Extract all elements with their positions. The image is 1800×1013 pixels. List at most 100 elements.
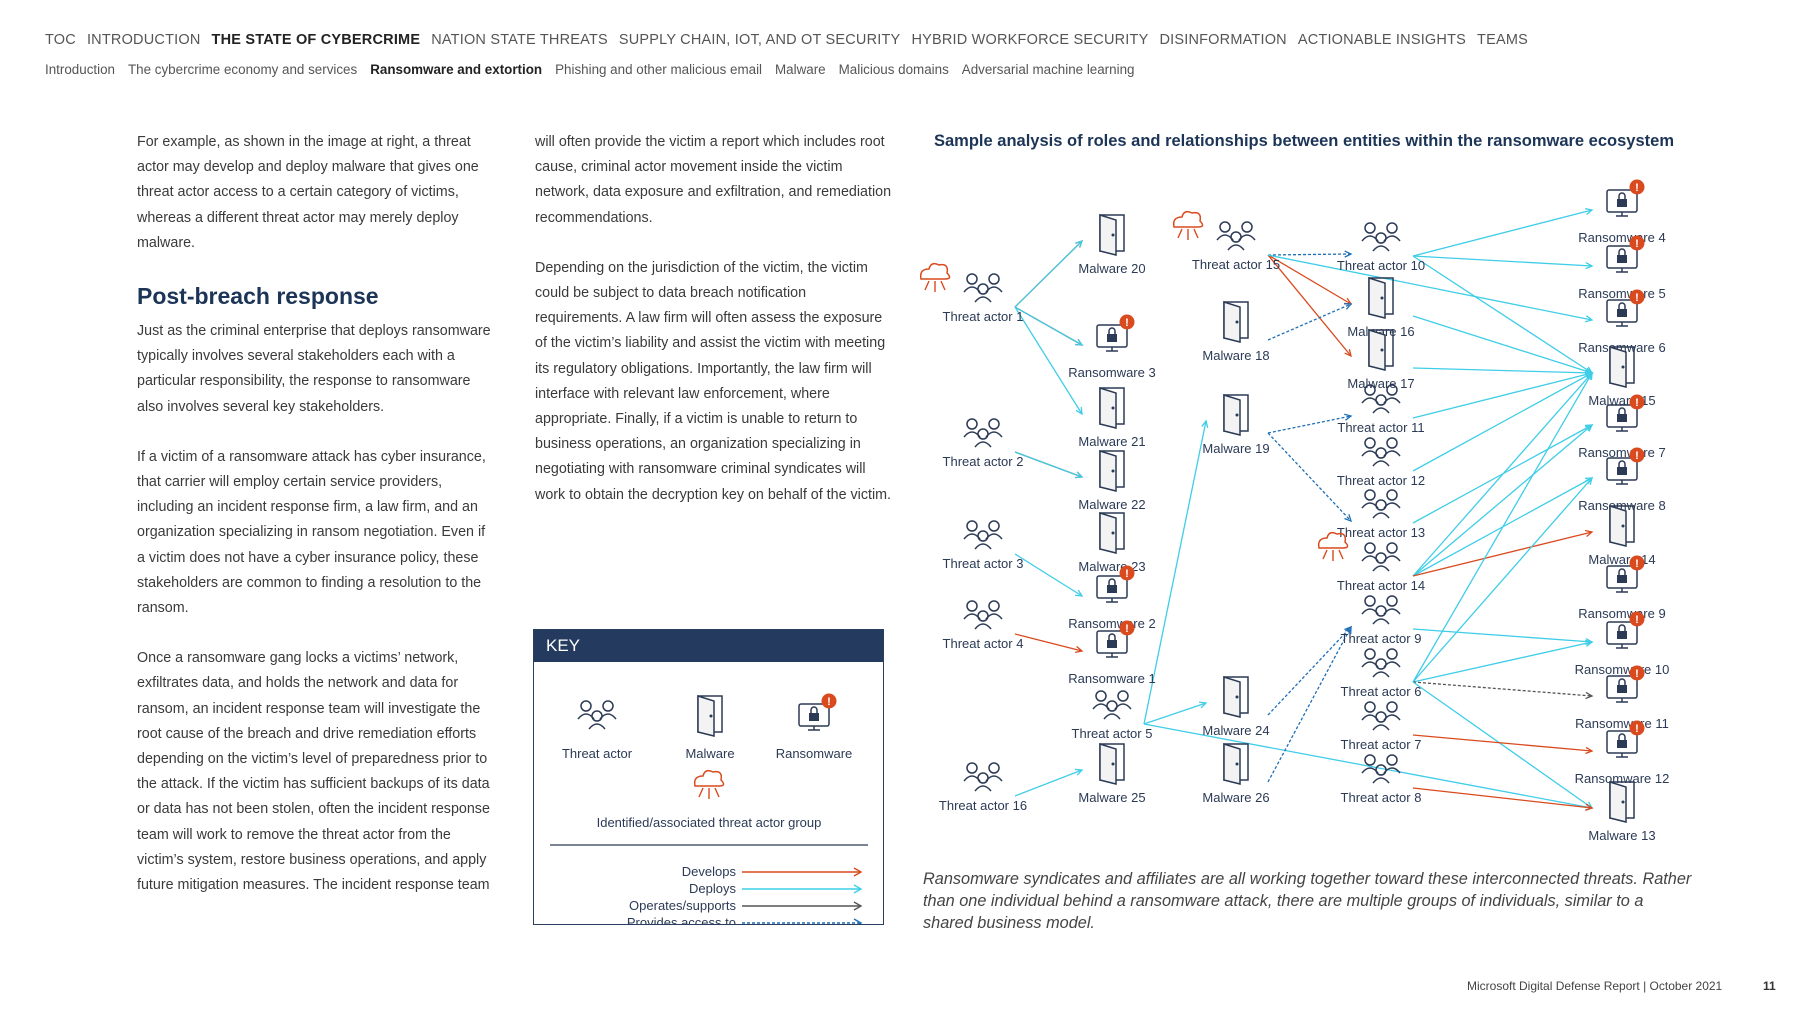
edge-deploys-ta3-r2 [1014, 553, 1083, 597]
node-r10: !Ransomware 10 [1575, 611, 1669, 677]
edge-access-m26-ta9 [1267, 626, 1352, 783]
threat-actor-icon [1092, 690, 1132, 720]
edge-deploys-ta10-r4 [1412, 209, 1593, 257]
edge-access-m19-ta11 [1267, 415, 1352, 434]
threat-actor-icon [1216, 221, 1256, 251]
key-label: Ransomware [776, 746, 853, 761]
malware-icon [1223, 393, 1249, 436]
subnav-item-phishing-and-other-malicious-email[interactable]: Phishing and other malicious email [555, 62, 763, 77]
edge-deploys-m16-m15 [1412, 315, 1593, 374]
edge-public-ta6-r11 [1412, 681, 1593, 697]
subnav-item-malware[interactable]: Malware [775, 62, 826, 77]
edge-develops-ta14-m14 [1412, 531, 1593, 577]
svg-text:!: ! [1125, 568, 1129, 580]
node-label: Ransomware 4 [1578, 230, 1665, 245]
svg-text:!: ! [827, 696, 831, 708]
edge-deploys-ta6-m15 [1412, 372, 1593, 683]
svg-text:!: ! [1635, 397, 1639, 409]
node-r3: ! Ransomware 3 [1068, 314, 1156, 380]
nav-item-actionable-insights[interactable]: ACTIONABLE INSIGHTS [1297, 32, 1467, 48]
threat-actor-icon [577, 700, 617, 730]
nav-item-teams[interactable]: TEAMS [1477, 32, 1528, 48]
node-r2: !Ransomware 2 [1068, 565, 1156, 631]
node-label: Threat actor 6 [1341, 684, 1422, 699]
threat-actor-icon [1361, 489, 1401, 519]
malware-icon [1368, 328, 1394, 371]
threat-actor-icon [1361, 222, 1401, 252]
edge-develops-ta15-m16 [1267, 254, 1352, 305]
node-label: Malware 20 [1078, 261, 1145, 276]
svg-text:!: ! [1635, 723, 1639, 735]
node-label: Malware 18 [1202, 348, 1269, 363]
subnav-item-adversarial-machine-learning[interactable]: Adversarial machine learning [961, 62, 1135, 77]
node-ta15: Threat actor 15 [1172, 210, 1280, 272]
nav-item-supply-chain-iot-and-ot-security[interactable]: SUPPLY CHAIN, IOT, AND OT SECURITY [618, 32, 901, 48]
malware-icon [1609, 780, 1635, 823]
paragraph: Depending on the jurisdiction of the vic… [535, 259, 892, 503]
node-ta10: Threat actor 10 [1337, 222, 1425, 273]
node-r8: !Ransomware 8 [1578, 447, 1666, 513]
node-ta14: Threat actor 14 [1317, 531, 1425, 593]
edge-deploys-ta9-r10 [1412, 628, 1593, 643]
node-m17: Malware 17 [1347, 328, 1415, 391]
node-m21: Malware 21 [1078, 386, 1146, 449]
edge-access-m18-m16 [1267, 303, 1352, 341]
malware-icon [1099, 449, 1125, 492]
node-label: Ransomware 9 [1578, 606, 1665, 621]
subnav-item-malicious-domains[interactable]: Malicious domains [838, 62, 949, 77]
node-label: Malware 24 [1202, 723, 1269, 738]
sub-nav: Introduction The cybercrime economy and s… [45, 62, 1147, 77]
key-label: Deploys [689, 881, 736, 896]
edge-deploys-ta16-m25 [1014, 769, 1083, 797]
malware-icon [1099, 213, 1125, 256]
key-label: Operates/supports [629, 898, 736, 913]
edge-develops-ta4-r1 [1014, 633, 1083, 652]
edge-deploys-ta1-m20 [1014, 240, 1083, 308]
text-column-left: For example, as shown in the image at ri… [137, 130, 497, 923]
subnav-item-ransomware-and-extortion[interactable]: Ransomware and extortion [370, 62, 543, 77]
node-m23: Malware 23 [1078, 511, 1146, 574]
group-cloud-icon [920, 262, 951, 292]
svg-text:!: ! [1125, 623, 1129, 635]
node-r11: !Ransomware 11 [1575, 665, 1669, 731]
node-ta12: Threat actor 12 [1337, 437, 1425, 488]
svg-text:!: ! [1635, 558, 1639, 570]
node-label: Malware 26 [1202, 790, 1269, 805]
diagram-title: Sample analysis of roles and relationshi… [934, 132, 1674, 150]
edge-deploys-ta14-r7 [1412, 424, 1593, 577]
nav-item-nation-state-threats[interactable]: NATION STATE THREATS [431, 32, 608, 48]
nav-item-the-state-of-cybercrime[interactable]: THE STATE OF CYBERCRIME [211, 32, 421, 48]
ransomware-icon: ! [1606, 555, 1645, 593]
node-m26: Malware 26 [1202, 742, 1270, 805]
malware-icon [1099, 742, 1125, 785]
edge-deploys-ta5-m19 [1143, 420, 1207, 725]
node-ta7: Threat actor 7 [1341, 701, 1422, 752]
node-r12: !Ransomware 12 [1575, 720, 1669, 786]
nav-item-toc[interactable]: TOC [45, 32, 76, 48]
node-label: Ransomware 1 [1068, 671, 1155, 686]
subnav-item-the-cybercrime-economy-and-services[interactable]: The cybercrime economy and services [127, 62, 358, 77]
node-label: Ransomware 3 [1068, 365, 1155, 380]
node-label: Threat actor 7 [1341, 737, 1422, 752]
node-label: Threat actor 5 [1072, 726, 1153, 741]
node-m16: Malware 16 [1347, 276, 1415, 339]
ransomware-icon: ! [1096, 314, 1135, 352]
node-label: Malware 14 [1588, 552, 1655, 567]
node-ta11: Threat actor 11 [1337, 384, 1425, 435]
nav-item-hybrid-workforce-security[interactable]: HYBRID WORKFORCE SECURITY [911, 32, 1149, 48]
ransomware-icon: ! [1606, 665, 1645, 703]
ransomware-icon: ! [798, 693, 837, 731]
threat-actor-icon [1361, 648, 1401, 678]
nav-item-introduction[interactable]: INTRODUCTION [86, 32, 201, 48]
node-label: Malware 17 [1347, 376, 1414, 391]
node-ta16: Threat actor 16 [939, 762, 1027, 813]
subnav-item-introduction[interactable]: Introduction [45, 62, 115, 77]
ransomware-icon: ! [1606, 289, 1645, 327]
ransomware-icon: ! [1606, 179, 1645, 217]
ransomware-icon: ! [1096, 620, 1135, 658]
edge-deploys-ta1-r3 [1014, 306, 1083, 346]
malware-icon [1609, 504, 1635, 547]
nav-item-disinformation[interactable]: DISINFORMATION [1159, 32, 1287, 48]
node-m18: Malware 18 [1202, 300, 1270, 363]
